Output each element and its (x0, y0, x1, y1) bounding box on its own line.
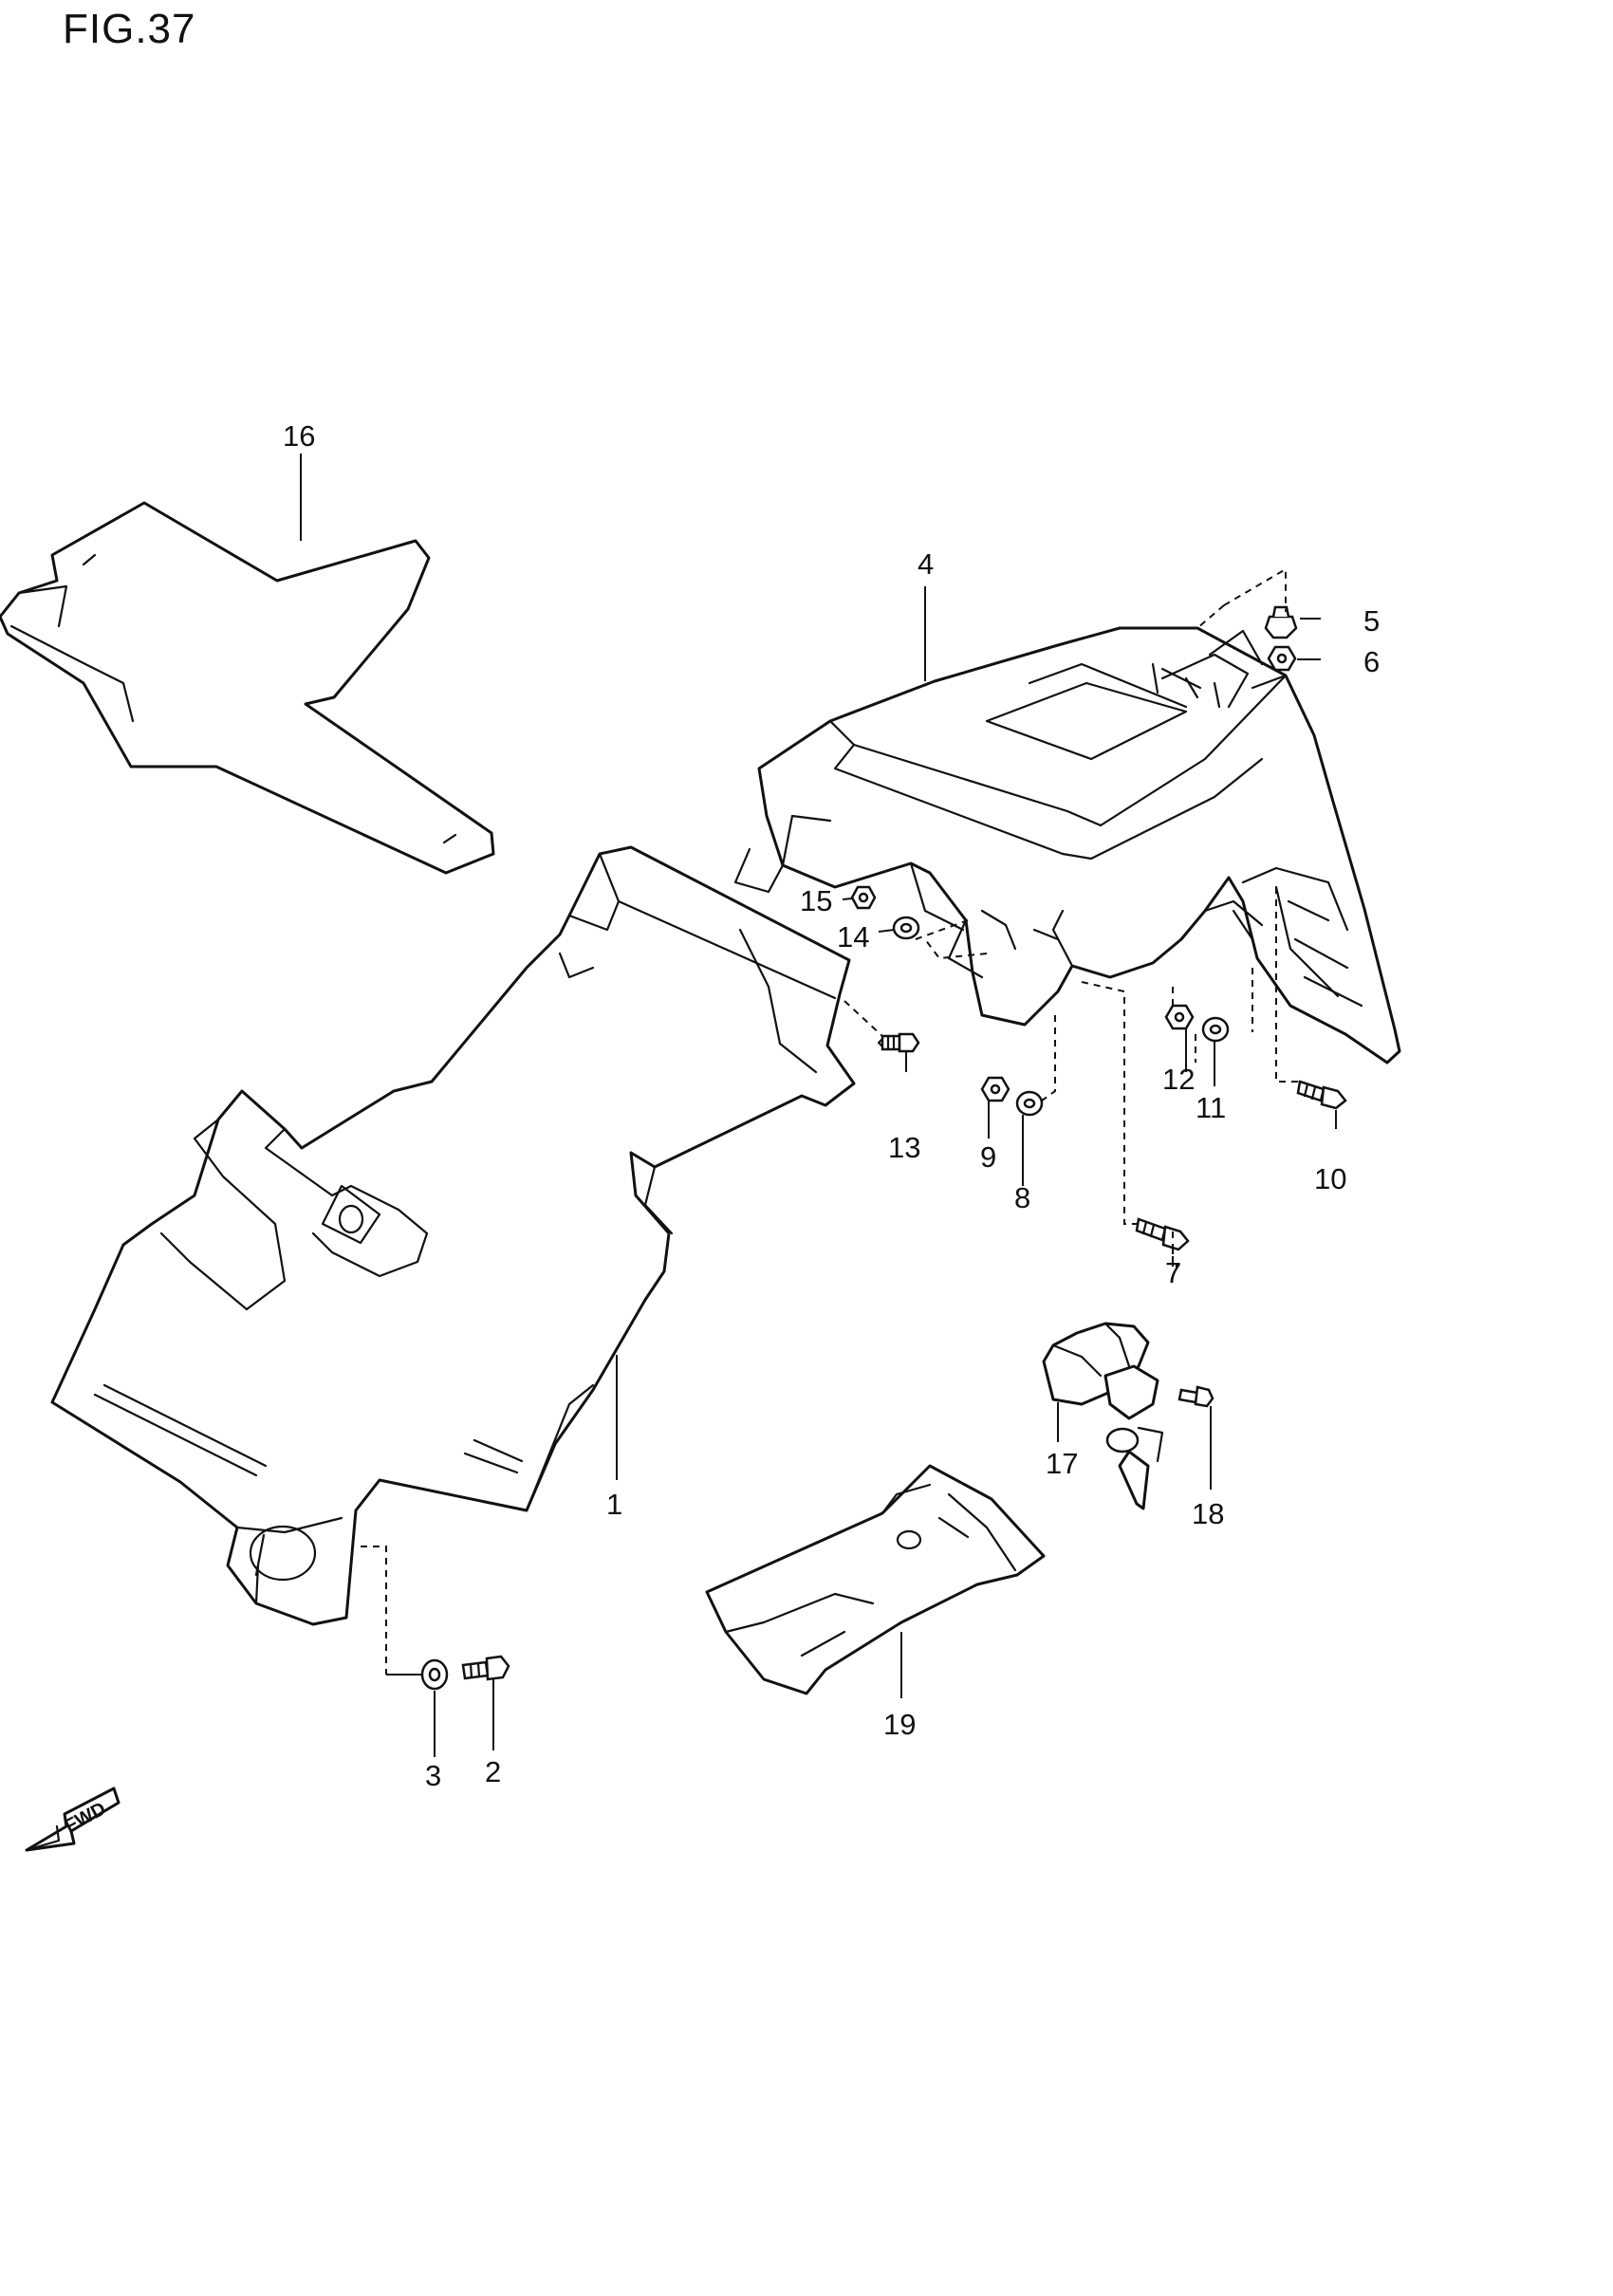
part-7-bolt (1135, 1217, 1190, 1251)
part-19-tool-bag (705, 1464, 1046, 1695)
callout-16: 16 (283, 419, 315, 453)
alignment-lines (361, 567, 1298, 1675)
part-1-rear-fender (50, 845, 856, 1626)
part-11-washer (1201, 1016, 1230, 1043)
callout-5: 5 (1363, 604, 1380, 638)
callout-14: 14 (837, 920, 869, 954)
part-8-washer (1015, 1090, 1044, 1117)
callout-15: 15 (800, 884, 832, 917)
callout-17: 17 (1046, 1447, 1078, 1480)
callout-8: 8 (1014, 1181, 1030, 1214)
part-10-bolt (1296, 1080, 1347, 1110)
part-18-screw (1177, 1385, 1214, 1408)
callout-13: 13 (888, 1131, 920, 1164)
callout-3: 3 (425, 1759, 441, 1792)
callout-7: 7 (1165, 1256, 1181, 1289)
leader-lines (300, 454, 1337, 1757)
part-2-screw (461, 1655, 510, 1681)
callout-18: 18 (1192, 1497, 1224, 1530)
part-15-nut (850, 885, 877, 910)
callout-9: 9 (980, 1140, 996, 1174)
callout-labels: 16 4 5 6 15 14 13 9 8 12 11 10 7 1 17 18… (283, 419, 1380, 1792)
part-9-nut (980, 1076, 1010, 1102)
figure-title: FIG.37 (63, 6, 196, 52)
part-12-nut (1164, 1004, 1195, 1030)
part-6-nut (1267, 645, 1297, 672)
callout-12: 12 (1162, 1063, 1195, 1096)
part-14-washer (892, 916, 920, 940)
part-16-cover-plate (0, 501, 495, 875)
part-3-washer (420, 1658, 449, 1691)
callout-4: 4 (918, 547, 934, 581)
callout-6: 6 (1363, 645, 1380, 678)
part-4-tail-housing (733, 626, 1401, 1065)
callout-11: 11 (1196, 1091, 1226, 1124)
callout-19: 19 (883, 1708, 916, 1741)
part-13-bolt (877, 1032, 920, 1053)
callout-2: 2 (485, 1755, 501, 1788)
part-17-seat-lock (1042, 1322, 1164, 1510)
callout-1: 1 (606, 1488, 622, 1521)
part-5-cap-nut (1264, 605, 1298, 639)
fwd-arrow-icon: FWD (25, 1787, 121, 1852)
callout-10: 10 (1314, 1162, 1346, 1195)
